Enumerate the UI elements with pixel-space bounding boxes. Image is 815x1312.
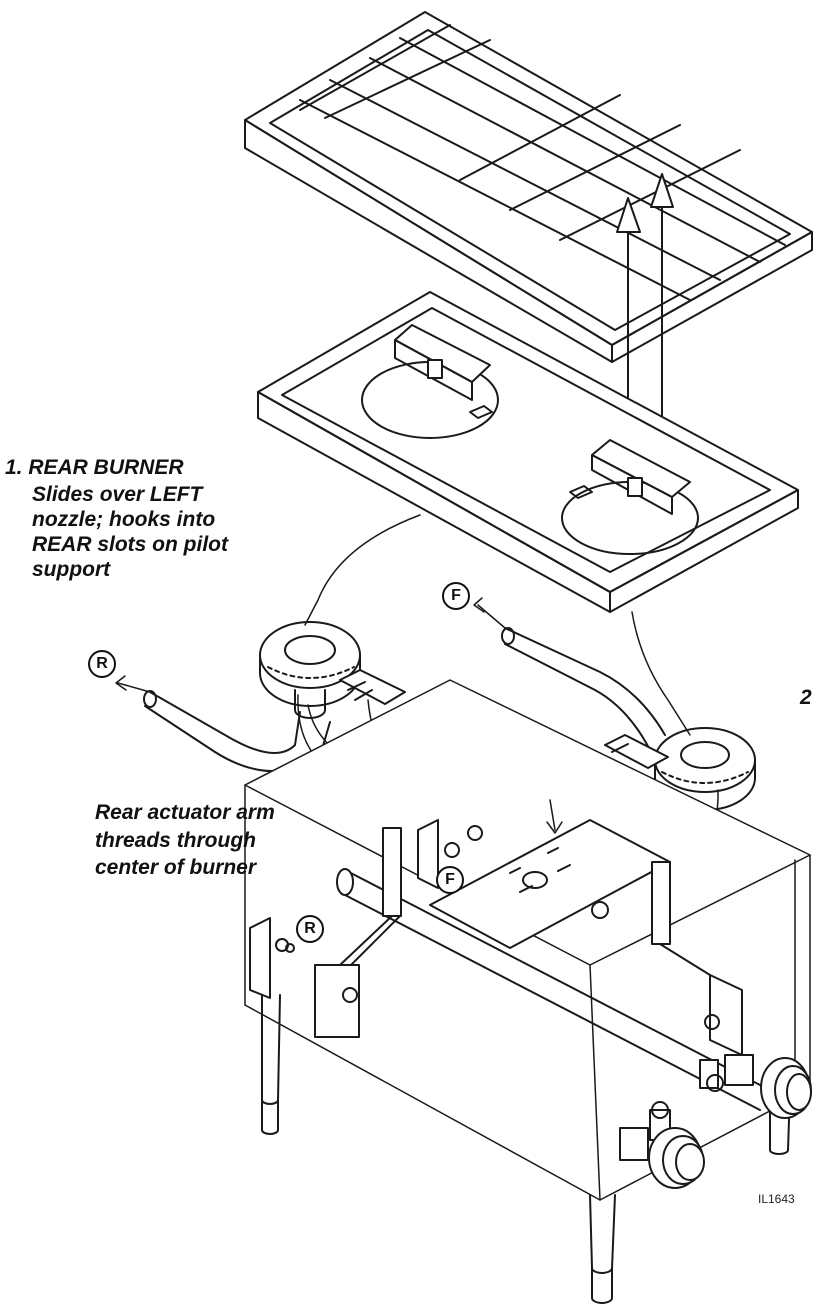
rear-burner-icon: [259, 621, 361, 719]
step-2-fragment: 2: [800, 686, 812, 709]
front-pilot-bracket: [604, 734, 669, 769]
gas-manifold: [336, 868, 761, 1111]
marker-rear-bracket: R: [296, 915, 324, 943]
front-orifice-bracket: [417, 819, 609, 919]
rear-actuator-arm: [314, 827, 402, 1038]
marker-front-bracket: F: [436, 866, 464, 894]
rear-burner-line-2: nozzle; hooks into: [32, 508, 216, 531]
rear-burner-line-4: support: [32, 558, 111, 581]
marker-rear-top: R: [88, 650, 116, 678]
figure-code: IL1643: [758, 1192, 795, 1206]
actuator-line-3: center of burner: [95, 856, 257, 879]
rear-orifice-bracket: [249, 917, 295, 999]
rear-pilot-bracket: [339, 669, 406, 705]
marker-arrows: [115, 597, 563, 834]
control-knob-icon: [648, 1057, 812, 1189]
grate: [244, 11, 813, 363]
front-burner-icon: [654, 727, 756, 836]
rear-burner-line-1: Slides over LEFT: [32, 483, 203, 506]
front-venturi-tube: [501, 627, 666, 751]
cabinet-legs: [261, 994, 791, 1304]
marker-front-top: F: [442, 582, 470, 610]
rear-burner-line-3: REAR slots on pilot: [32, 533, 228, 556]
actuator-line-2: threads through: [95, 829, 256, 852]
burner-tray: [257, 291, 799, 613]
actuator-line-1: Rear actuator arm: [95, 801, 275, 824]
rear-burner-title: 1. REAR BURNER: [5, 456, 184, 479]
